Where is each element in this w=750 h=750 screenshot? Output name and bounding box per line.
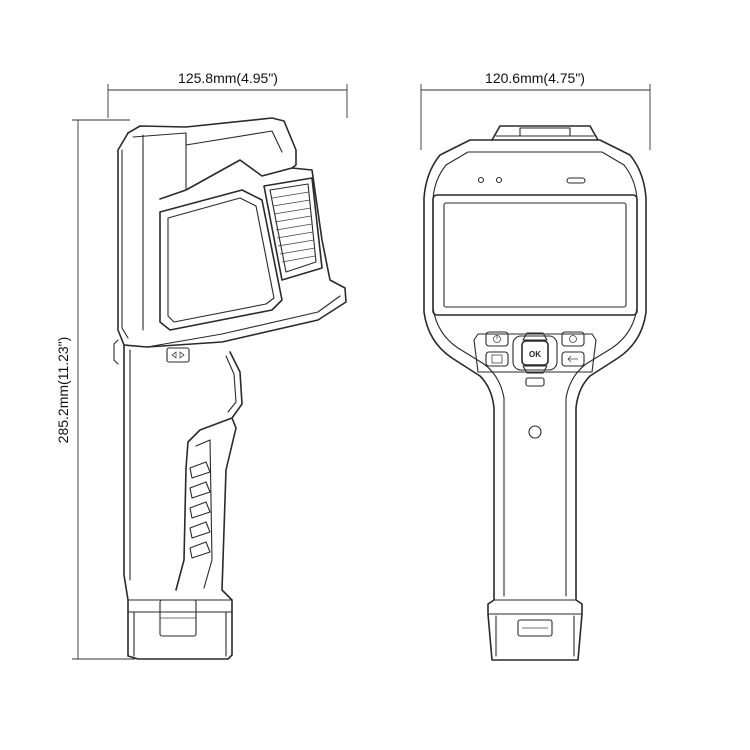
side-width-dimension: 125.8mm(4.95") — [107, 70, 348, 118]
display-area — [443, 202, 627, 308]
side-button-icon — [166, 347, 190, 363]
front-width-dimension: 120.6mm(4.75") — [420, 70, 651, 150]
ok-button-label: OK — [529, 350, 541, 359]
gallery-button[interactable] — [485, 351, 509, 367]
sensor-dot-icon — [477, 176, 485, 184]
camera-side-view — [113, 117, 347, 660]
mount-hole-icon — [528, 425, 542, 439]
height-dimension: 285.2mm(11.23") — [55, 119, 135, 660]
power-button[interactable] — [485, 331, 509, 347]
handle-ribs — [189, 461, 211, 559]
indicator-slot-icon — [566, 177, 586, 184]
grip-ribs — [271, 191, 316, 263]
dpad-up-button[interactable] — [522, 332, 548, 341]
height-label: 285.2mm(11.23") — [55, 337, 71, 444]
side-width-label: 125.8mm(4.95") — [178, 70, 278, 86]
camera-front-view: OK — [423, 125, 647, 661]
display-screen — [432, 194, 638, 316]
ok-button[interactable] — [521, 340, 549, 366]
dpad-down-button[interactable] — [522, 365, 548, 374]
bottom-small-button[interactable] — [525, 377, 545, 387]
back-button[interactable] — [561, 351, 585, 367]
sensor-dot-icon — [495, 176, 503, 184]
dpad[interactable]: OK — [512, 332, 558, 374]
settings-button[interactable] — [561, 331, 585, 347]
battery-latch[interactable] — [517, 619, 553, 637]
button-panel: OK — [473, 331, 597, 387]
front-width-label: 120.6mm(4.75") — [485, 70, 585, 86]
